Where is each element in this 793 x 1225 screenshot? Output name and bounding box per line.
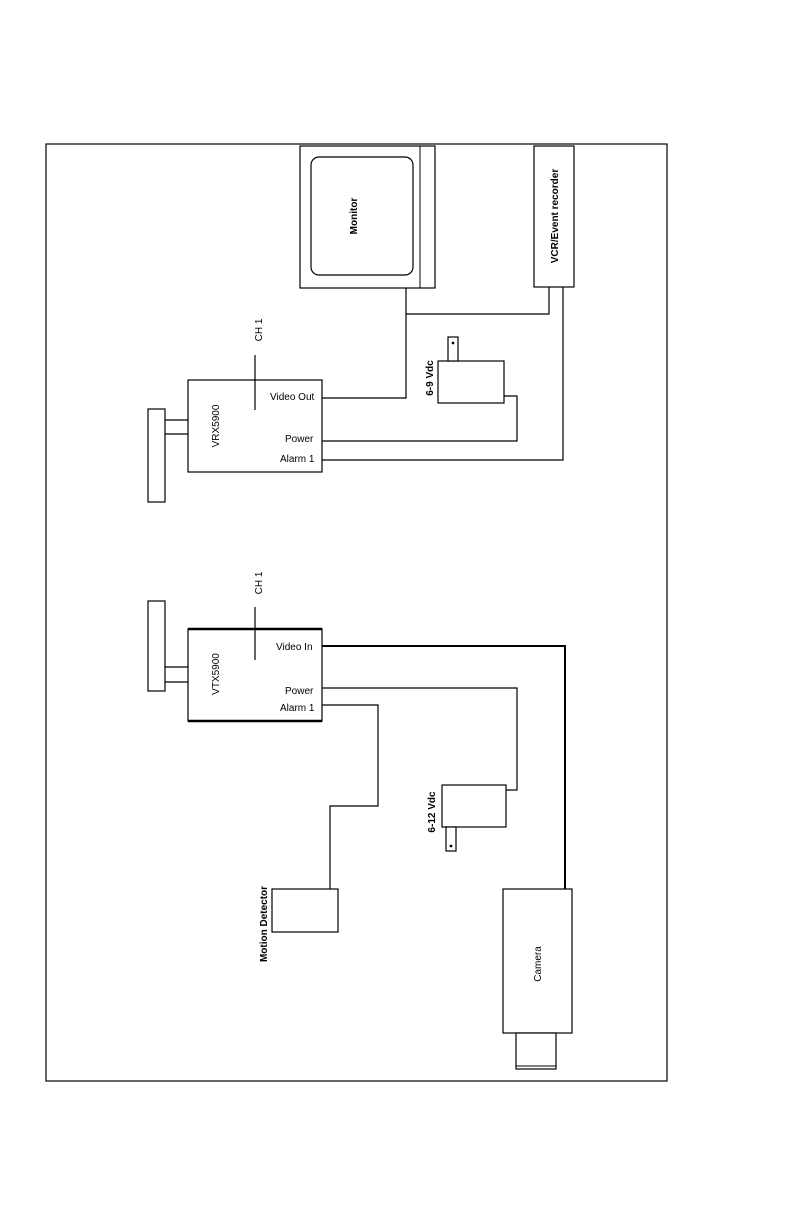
transmitter-power-label: Power [285,686,314,697]
camera-lens [516,1033,556,1069]
transmitter-alarm-label: Alarm 1 [280,703,315,714]
motion-detector: Motion Detector [259,886,338,962]
transmitter-video-in-label: Video In [276,642,313,653]
transmitter-antenna [148,601,165,691]
vcr-event-recorder: VCR/Event recorder [534,146,574,287]
receiver-model-label: VRX5900 [211,404,222,447]
monitor-label: Monitor [349,198,360,235]
transmitter-wiring [322,646,565,889]
transmitter-psu-label: 6-12 Vdc [427,791,438,833]
receiver-antenna [148,409,165,502]
vcr-label: VCR/Event recorder [550,169,561,264]
receiver-power-supply: 6-9 Vdc [425,337,504,403]
transmitter-model-label: VTX5900 [211,653,222,695]
monitor: Monitor [300,146,435,288]
receiver-power-label: Power [285,434,314,445]
receiver-alarm-label: Alarm 1 [280,454,315,465]
receiver-unit: VRX5900 CH 1 Video Out Power Alarm 1 [148,318,322,502]
camera: Camera [503,889,572,1069]
camera-label: Camera [533,946,544,982]
transmitter-unit: VTX5900 CH 1 Video In Power Alarm 1 [148,571,322,721]
transmitter-power-supply: 6-12 Vdc [427,785,506,851]
receiver-psu-label: 6-9 Vdc [425,360,436,396]
receiver-channel-label: CH 1 [254,318,265,341]
transmitter-channel-label: CH 1 [254,571,265,594]
receiver-video-out-label: Video Out [270,392,315,403]
motion-detector-label: Motion Detector [259,886,270,962]
